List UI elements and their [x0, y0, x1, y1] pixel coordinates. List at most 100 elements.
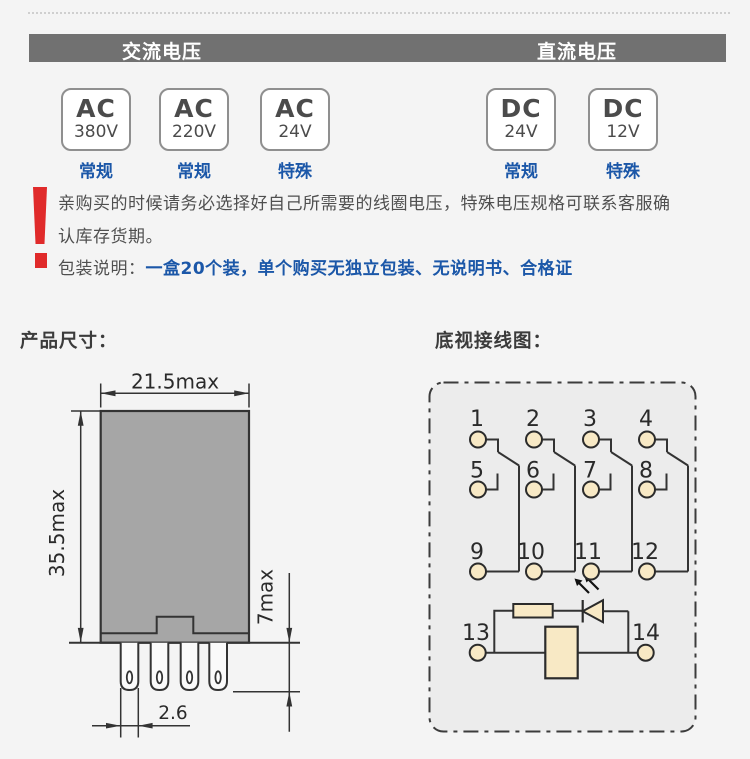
voltage-box: AC 220V: [159, 88, 229, 151]
pin-number: 13: [462, 621, 490, 646]
voltage-option-ac24: AC 24V 特殊: [260, 88, 330, 182]
pin-terminals: [468, 430, 656, 662]
voltage-box: DC 24V: [486, 88, 556, 151]
pin-terminal-12: [638, 562, 656, 581]
pin-number: 7: [583, 459, 597, 484]
arrow-left-icon: [138, 722, 153, 729]
purchase-notice: 亲购买的时候请务必选择好自己所需要的线圈电压，特殊电压规格可联系客服确 认库存货…: [58, 188, 738, 286]
voltage-tag: 常规: [79, 162, 113, 182]
pin-number: 9: [470, 540, 484, 565]
dimensions-section-title: 产品尺寸：: [20, 331, 118, 352]
pin-pitch-dimension: 2.6: [92, 688, 190, 738]
pin-numbers: 1 2 3 4 5 6 7 8 9 10 11 12 13 14: [462, 407, 660, 646]
relay-pins: [119, 642, 228, 692]
notice-line-1: 亲购买的时候请务必选择好自己所需要的线圈电压，特殊电压规格可联系客服确: [58, 194, 671, 214]
pin-number: 12: [631, 540, 659, 565]
voltage-value: 12V: [606, 122, 640, 142]
pin-number: 14: [632, 621, 660, 646]
voltage-type: AC: [76, 94, 116, 123]
arrow-down-icon: [77, 627, 84, 643]
voltage-header-bar: 交流电压 直流电压: [29, 34, 726, 63]
pin-terminal-3: [582, 430, 600, 449]
height-label: 35.5max: [45, 489, 69, 577]
arrow-right-icon: [234, 390, 249, 397]
pin: [149, 642, 170, 692]
packaging-highlight: 一盒20个装，单个购买无独立包装、无说明书、合格证: [145, 259, 573, 279]
pin-hole: [155, 670, 164, 685]
pin-terminal-8: [638, 480, 656, 499]
pin-terminal-6: [525, 480, 543, 499]
pin-number: 6: [526, 459, 540, 484]
pin: [208, 642, 228, 692]
voltage-tag: 常规: [504, 162, 538, 182]
coil: [544, 625, 579, 680]
branch-right-line: [603, 610, 630, 653]
packaging-label: 包装说明：: [58, 259, 146, 279]
pin-number: 5: [470, 459, 484, 484]
pin-terminal-1: [469, 430, 487, 449]
pin: [179, 642, 200, 692]
height-dimension: 35.5max: [45, 410, 101, 643]
top-dotted-divider: [28, 12, 730, 14]
pin-terminal-10: [525, 562, 543, 581]
width-label: 21.5max: [131, 370, 219, 394]
pin-terminal-2: [525, 430, 543, 449]
pin-pitch-label: 2.6: [158, 703, 187, 724]
arrow-down-icon: [286, 627, 293, 643]
pin-terminal-13: [468, 643, 487, 662]
pin-terminal-5: [469, 480, 487, 499]
wiring-diagram: 1 2 3 4 5 6 7 8 9 10 11 12 13 14: [428, 381, 697, 733]
pin-terminal-4: [638, 430, 656, 449]
notice-line-2: 认库存货期。: [58, 226, 163, 247]
pin-number: 2: [526, 407, 540, 432]
branch-left-line: [493, 609, 514, 653]
pin-number: 10: [517, 540, 545, 565]
voltage-tag: 特殊: [606, 162, 640, 182]
exclamation-icon: [33, 187, 47, 244]
voltage-value: 220V: [171, 122, 217, 142]
voltage-option-ac220: AC 220V 常规: [159, 88, 229, 182]
pin-number: 3: [583, 407, 597, 432]
arrow-up-icon: [77, 411, 84, 426]
arrow-right-icon: [106, 722, 121, 729]
pin-number: 4: [639, 407, 653, 432]
voltage-tag: 特殊: [278, 162, 312, 182]
wiring-section-title: 底视接线图：: [435, 331, 553, 352]
voltage-option-dc24: DC 24V 常规: [486, 88, 556, 182]
resistor: [512, 603, 554, 619]
voltage-box: AC 24V: [260, 88, 330, 151]
relay-body: [99, 409, 251, 644]
voltage-type: DC: [500, 94, 542, 123]
voltage-value: 380V: [73, 122, 119, 142]
pin-length-label: 7max: [254, 569, 278, 625]
pin-terminal-7: [582, 480, 600, 499]
arrow-up-icon: [286, 691, 293, 707]
exclamation-dot-icon: [35, 253, 47, 268]
arrow-left-icon: [100, 390, 116, 397]
packaging-line: 包装说明：一盒20个装，单个购买无独立包装、无说明书、合格证: [58, 253, 738, 286]
voltage-tag: 常规: [177, 162, 211, 182]
width-dimension: 21.5max: [99, 370, 250, 408]
dimension-drawing: 21.5max 35.5max: [45, 370, 300, 738]
pin-hole: [125, 670, 134, 685]
voltage-type: AC: [174, 94, 214, 123]
voltage-option-dc12: DC 12V 特殊: [588, 88, 658, 182]
pin-terminal-9: [469, 562, 487, 581]
pin-hole: [185, 670, 194, 685]
coil-circuit: [485, 575, 638, 680]
pin-terminal-14: [636, 643, 655, 662]
contact-wiring: [486, 438, 689, 573]
voltage-value: 24V: [278, 122, 312, 142]
pin-number: 1: [470, 407, 484, 432]
voltage-type: AC: [275, 94, 315, 123]
pin-number: 8: [639, 459, 653, 484]
voltage-value: 24V: [504, 122, 538, 142]
pin-number: 11: [574, 540, 602, 565]
voltage-type: DC: [602, 94, 644, 123]
pin-hole: [214, 670, 222, 685]
dc-voltage-header: 直流电压: [537, 41, 618, 63]
pin-length-dimension: 7max: [233, 569, 300, 732]
voltage-box: DC 12V: [588, 88, 658, 151]
voltage-option-ac380: AC 380V 常规: [61, 88, 131, 182]
